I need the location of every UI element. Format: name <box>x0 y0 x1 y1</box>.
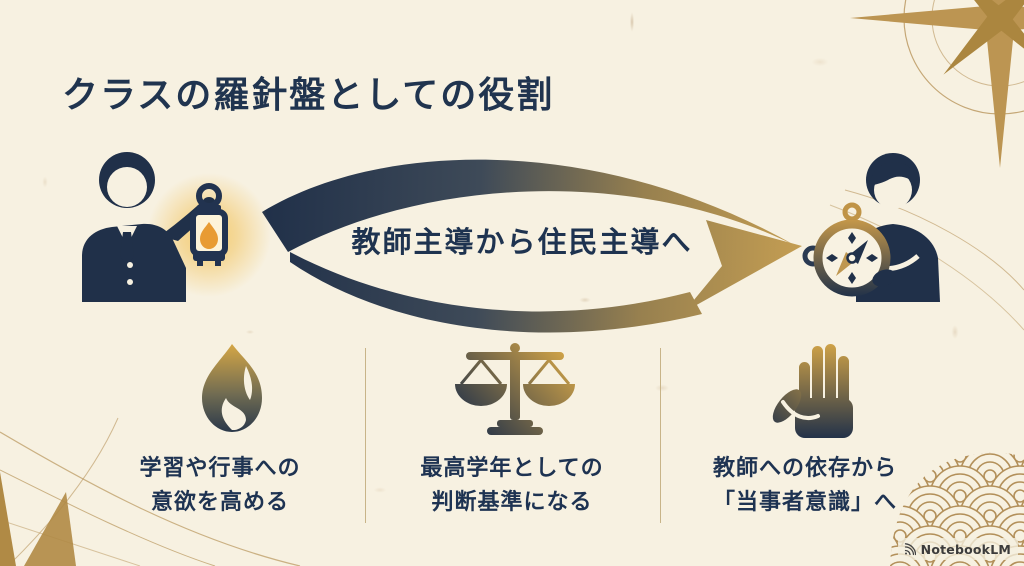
item-caption-hand: 教師への依存から 「当事者意識」へ <box>685 452 925 520</box>
raised-hand-icon <box>772 344 853 438</box>
column-divider-1 <box>365 348 366 523</box>
caption-line: 学習や行事への <box>139 456 301 481</box>
transition-arrow <box>262 159 802 333</box>
caption-line: 「当事者意識」へ <box>712 490 897 515</box>
flame-icon <box>202 344 262 432</box>
item-caption-scales: 最高学年としての 判断基準になる <box>392 452 632 520</box>
compass-rose-decoration-bottom-left <box>0 417 301 566</box>
compass-icon <box>802 202 891 297</box>
caption-line: 教師への依存から <box>712 456 897 481</box>
column-divider-2 <box>660 348 661 523</box>
scales-icon <box>455 343 575 435</box>
notebooklm-logo-icon <box>904 542 916 555</box>
lantern-icon <box>190 183 228 266</box>
caption-line: 最高学年としての <box>420 456 604 481</box>
item-caption-flame: 学習や行事への 意欲を高める <box>100 452 340 520</box>
caption-line: 判断基準になる <box>431 490 593 515</box>
student-compass-figure <box>802 153 940 302</box>
watermark-label: NotebookLM <box>920 541 1011 557</box>
notebooklm-watermark: NotebookLM <box>897 538 1018 560</box>
caption-line: 意欲を高める <box>150 490 289 515</box>
page-title: クラスの羅針盤としての役割 <box>62 74 555 117</box>
arrow-label: 教師主導から住民主導へ <box>351 225 693 259</box>
compass-rose-decoration-top-right <box>829 0 1024 331</box>
teacher-lantern-figure <box>82 152 271 302</box>
